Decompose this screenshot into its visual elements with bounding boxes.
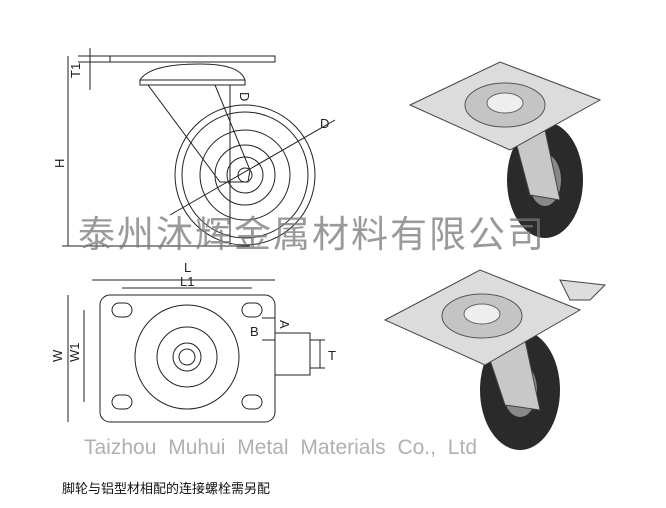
watermark-company-cn: 泰州沐辉金属材料有限公司 — [78, 213, 546, 256]
dim-T1: T1 — [68, 63, 83, 78]
dim-H: H — [52, 159, 67, 168]
dim-B: B — [250, 324, 259, 339]
dim-L1: L1 — [180, 274, 194, 289]
side-view — [62, 48, 336, 247]
caption-note: 脚轮与铝型材相配的连接螺栓需另配 — [62, 482, 271, 497]
dim-T: T — [328, 348, 336, 363]
dim-W: W — [50, 349, 65, 362]
top-view — [67, 279, 325, 423]
dim-D-side: D — [237, 92, 252, 101]
watermark-company-en: Taizhou Muhui Metal Materials Co., Ltd — [84, 436, 477, 459]
dim-D-diag: D — [320, 116, 329, 131]
dim-A: A — [277, 320, 292, 329]
caster-render-bottom — [383, 269, 607, 450]
dim-L: L — [184, 260, 191, 275]
caster-render-top — [408, 61, 602, 238]
dim-W1: W1 — [67, 343, 82, 363]
